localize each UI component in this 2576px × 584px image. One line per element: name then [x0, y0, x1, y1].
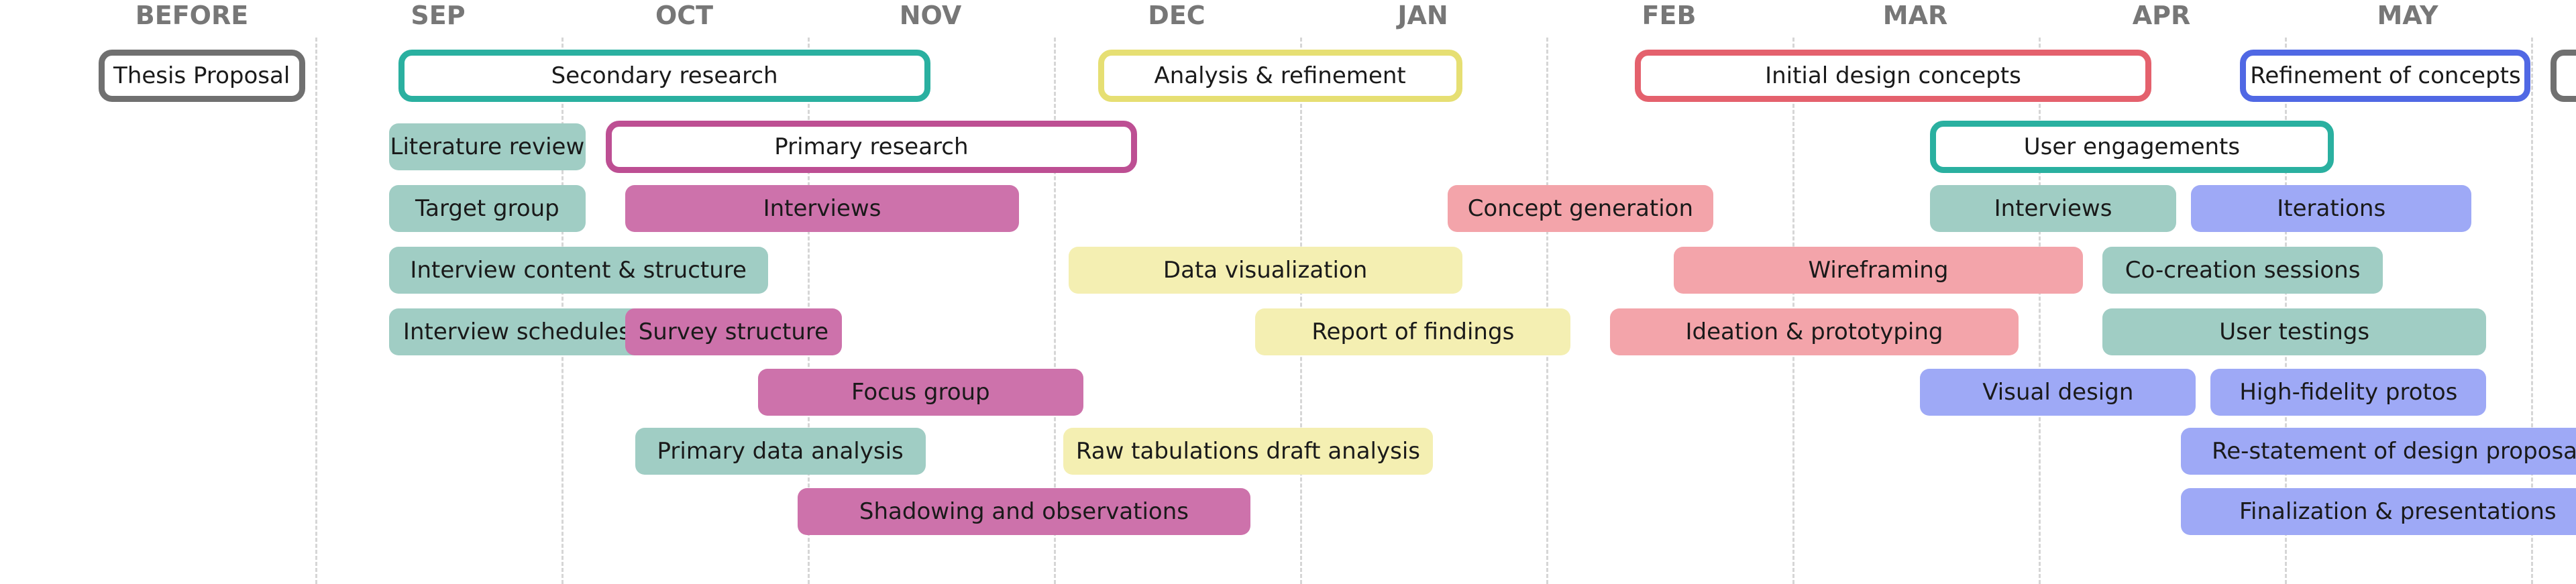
phase-secondary-research: Secondary research	[398, 50, 930, 102]
phase-thesis-proposal: Thesis Proposal	[98, 50, 305, 102]
task-user-testings: User testings	[2102, 308, 2487, 355]
task-ideation-and-prototyping: Ideation & prototyping	[1609, 308, 2019, 355]
task-re-statement-of-design-proposal: Re-statement of design proposal	[2181, 428, 2576, 475]
month-label-nov: NOV	[899, 1, 962, 30]
month-label-mar: MAR	[1882, 1, 1948, 30]
phase-initial-design-concepts: Initial design concepts	[1634, 50, 2152, 102]
month-label-feb: FEB	[1642, 1, 1697, 30]
task-high-fidelity-protos: High-fidelity protos	[2210, 369, 2487, 416]
task-iterations: Iterations	[2191, 185, 2472, 232]
month-label-dec: DEC	[1148, 1, 1205, 30]
task-raw-tabulations-draft-analysis: Raw tabulations draft analysis	[1063, 428, 1433, 475]
task-co-creation-sessions: Co-creation sessions	[2102, 247, 2383, 294]
task-shadowing-and-observations: Shadowing and observations	[797, 488, 1251, 535]
task-focus-group: Focus group	[758, 369, 1083, 416]
month-boundary-line	[315, 38, 317, 584]
task-concept-generation: Concept generation	[1447, 185, 1714, 232]
phase-refinement-of-concepts: Refinement of concepts	[2240, 50, 2531, 102]
task-interview-content-and-structure: Interview content & structure	[388, 247, 768, 294]
phase-analysis-and-refinement: Analysis & refinement	[1097, 50, 1462, 102]
task-literature-review: Literature review	[388, 123, 586, 170]
task-data-visualization: Data visualization	[1068, 247, 1462, 294]
task-interview-schedules: Interview schedules	[388, 308, 645, 355]
task-target-group: Target group	[388, 185, 586, 232]
task-visual-design: Visual design	[1920, 369, 2196, 416]
month-boundary-line	[2530, 38, 2533, 584]
month-label-before: BEFORE	[135, 1, 249, 30]
task-finalization-and-presentations: Finalization & presentations	[2181, 488, 2576, 535]
task-primary-data-analysis: Primary data analysis	[635, 428, 926, 475]
task-wireframing: Wireframing	[1674, 247, 2083, 294]
phase-final: Final	[2550, 50, 2576, 102]
month-label-sep: SEP	[411, 1, 466, 30]
month-boundary-line	[1053, 38, 1056, 584]
phase-user-engagements: User engagements	[1930, 121, 2334, 173]
task-survey-structure: Survey structure	[625, 308, 842, 355]
month-label-may: MAY	[2377, 1, 2438, 30]
month-label-oct: OCT	[655, 1, 714, 30]
month-boundary-line	[2038, 38, 2041, 584]
month-label-jan: JAN	[1397, 1, 1448, 30]
task-report-of-findings: Report of findings	[1255, 308, 1571, 355]
task-interviews: Interviews	[1930, 185, 2177, 232]
phase-primary-research: Primary research	[605, 121, 1138, 173]
month-label-apr: APR	[2132, 1, 2191, 30]
task-interviews: Interviews	[625, 185, 1020, 232]
